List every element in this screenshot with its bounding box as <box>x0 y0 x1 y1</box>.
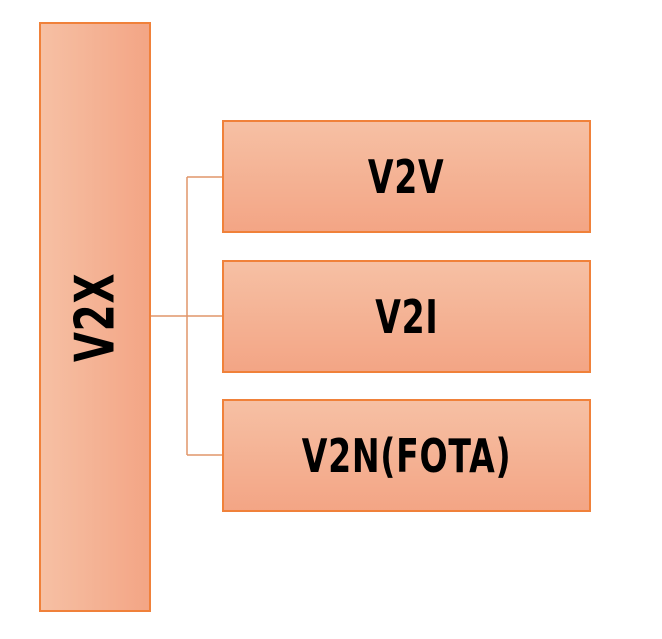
v2n-fota-label: V2N(FOTA) <box>301 428 512 483</box>
v2x-root-label: V2X <box>63 272 127 362</box>
v2i-label: V2I <box>374 289 439 344</box>
v2v-label: V2V <box>368 149 445 204</box>
v2v-box: V2V <box>222 120 591 233</box>
v2x-root-box: V2X <box>39 22 151 612</box>
v2i-box: V2I <box>222 260 591 373</box>
v2n-fota-box: V2N(FOTA) <box>222 399 591 512</box>
